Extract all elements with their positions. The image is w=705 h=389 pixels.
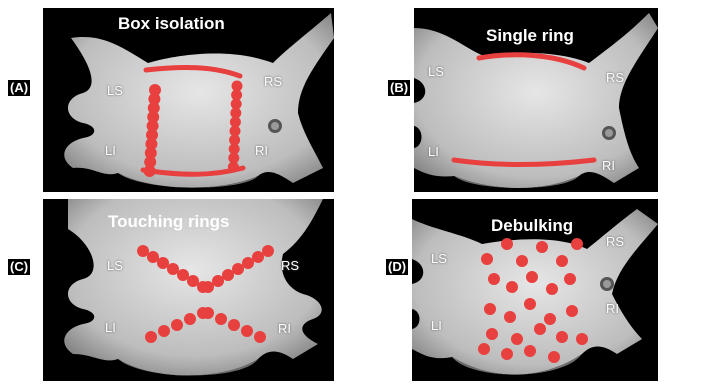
ablation-point	[534, 323, 546, 335]
ablation-point	[137, 245, 149, 257]
label-rs: RS	[606, 70, 624, 85]
ablation-point	[232, 263, 244, 275]
atrium-render-a	[43, 8, 334, 192]
ablation-point	[171, 319, 183, 331]
label-ri: RI	[255, 143, 268, 158]
label-li: LI	[431, 318, 442, 333]
label-rs: RS	[281, 258, 299, 273]
label-rs: RS	[264, 74, 282, 89]
ablation-point	[564, 273, 576, 285]
ablation-point	[144, 165, 156, 177]
label-ri: RI	[602, 158, 615, 173]
ablation-point	[516, 255, 528, 267]
ablation-point	[167, 263, 179, 275]
ablation-point	[566, 305, 578, 317]
ablation-point	[511, 333, 523, 345]
ablation-point	[546, 283, 558, 295]
ablation-point	[576, 333, 588, 345]
label-rs: RS	[606, 234, 624, 249]
ablation-point	[544, 313, 556, 325]
ablation-point	[222, 269, 234, 281]
label-li: LI	[105, 143, 116, 158]
ablation-point	[506, 281, 518, 293]
ablation-point	[212, 275, 224, 287]
ablation-point	[254, 331, 266, 343]
panel-debulking: Debulking LS LI RS RI	[412, 199, 658, 381]
panel-title: Single ring	[486, 26, 574, 46]
panel-label-a: (A)	[7, 79, 31, 97]
ablation-point	[147, 251, 159, 263]
ablation-point	[184, 313, 196, 325]
ablation-point	[478, 343, 490, 355]
panel-label-b: (B)	[387, 79, 411, 97]
left-atrium-shape	[64, 13, 334, 188]
ablation-point	[242, 257, 254, 269]
ablation-point	[524, 345, 536, 357]
ablation-point	[524, 298, 536, 310]
ablation-point	[571, 238, 583, 250]
panel-single-ring: Single ring LS LI RS RI	[414, 8, 658, 192]
label-ls: LS	[428, 64, 444, 79]
panel-title: Box isolation	[118, 14, 225, 34]
label-li: LI	[428, 144, 439, 159]
panel-box-isolation: Box isolation LS LI RS RI	[43, 8, 334, 192]
ablation-point	[145, 331, 157, 343]
ablation-point	[556, 331, 568, 343]
ablation-point	[202, 281, 214, 293]
ablation-point	[157, 257, 169, 269]
ablation-point	[252, 251, 264, 263]
ablation-point	[501, 238, 513, 250]
ablation-point	[241, 325, 253, 337]
panel-touching-rings: Touching rings LS LI RS RI	[43, 199, 334, 381]
panel-label-c: (C)	[7, 258, 31, 276]
ablation-point	[526, 271, 538, 283]
ablation-point	[187, 275, 199, 287]
ablation-point	[536, 241, 548, 253]
panel-label-d: (D)	[385, 258, 409, 276]
ablation-point	[486, 328, 498, 340]
label-li: LI	[105, 320, 116, 335]
label-ri: RI	[278, 321, 291, 336]
ablation-point	[158, 325, 170, 337]
ablation-point	[488, 273, 500, 285]
label-ri: RI	[606, 301, 619, 316]
ablation-point	[215, 313, 227, 325]
ablation-point	[548, 351, 560, 363]
ablation-point	[504, 311, 516, 323]
ablation-point	[484, 303, 496, 315]
label-ls: LS	[107, 258, 123, 273]
panel-title: Touching rings	[108, 212, 230, 232]
ablation-point	[228, 162, 239, 173]
ablation-point	[177, 269, 189, 281]
ablation-point	[481, 253, 493, 265]
label-ls: LS	[107, 83, 123, 98]
ablation-point	[501, 348, 513, 360]
ablation-point	[228, 319, 240, 331]
panel-title: Debulking	[491, 216, 573, 236]
ablation-point	[202, 307, 214, 319]
ablation-point	[556, 255, 568, 267]
label-ls: LS	[431, 251, 447, 266]
ablation-point	[262, 245, 274, 257]
